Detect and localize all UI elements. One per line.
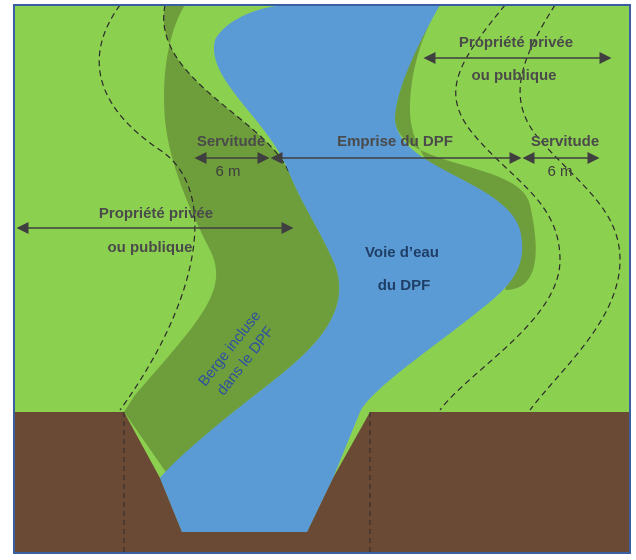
waterway-label-line1: Voie d’eau (365, 244, 439, 261)
waterway-label-line2: du DPF (378, 277, 431, 294)
left-property-line2: ou publique (108, 239, 193, 256)
servitude-left-width: 6 m (215, 163, 240, 180)
diagram-frame (13, 4, 631, 554)
top-right-property-line2: ou publique (472, 67, 557, 84)
right-outer-dashed-line (519, 4, 621, 411)
soil-cross-section (14, 412, 630, 553)
servitude-right-label: Servitude (531, 133, 599, 150)
left-property-line1: Propriété privée (99, 205, 213, 222)
waterway (160, 5, 523, 532)
top-right-property-line1: Propriété privée (459, 34, 573, 51)
left-bank (124, 5, 340, 478)
left-outer-dashed-line (98, 4, 196, 411)
right-inner-dashed-line (439, 4, 561, 411)
servitude-left-label: Servitude (197, 133, 265, 150)
emprise-label: Emprise du DPF (337, 133, 453, 150)
servitude-right-width: 6 m (547, 163, 572, 180)
